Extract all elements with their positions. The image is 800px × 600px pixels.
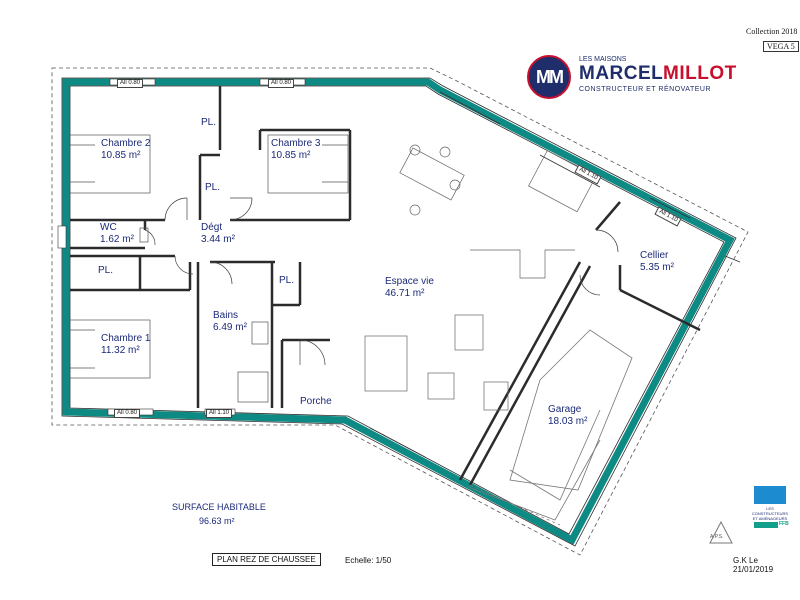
room-degt: Dégt 3.44 m² [201, 222, 235, 246]
window-label-chambre3: All 0.80 [268, 79, 295, 88]
room-bains: Bains 6.49 m² [213, 310, 247, 334]
window-label-chambre2: All 0.80 [117, 79, 144, 88]
logo-tagline: CONSTRUCTEUR ET RÉNOVATEUR [579, 86, 712, 93]
room-garage-name: Garage [548, 404, 582, 415]
room-chambre2-area: 10.85 m² [101, 150, 141, 161]
room-wc-area: 1.62 m² [100, 234, 134, 245]
room-degt-name: Dégt [201, 222, 223, 233]
badge-ffb-text: FFB [779, 521, 789, 527]
surface-label: SURFACE HABITABLE [172, 502, 266, 512]
aps-triangle-icon [709, 520, 733, 544]
badge-text: LES CONSTRUCTEURS ET AMÉNAGEURS [751, 506, 789, 521]
room-espace-vie: Espace vie 46.71 m² [385, 276, 434, 300]
monogram-badge: MM [527, 55, 571, 99]
plan-scale: Echelle: 1/50 [345, 556, 392, 565]
badge-roof-icon [754, 486, 786, 504]
logo-brand-right: MILLOT [663, 63, 737, 84]
placard-2: PL. [205, 182, 221, 193]
window-label-chambre1: All 0.80 [114, 409, 141, 418]
surface-value: 96.63 m² [199, 516, 235, 526]
site-outline [51, 67, 749, 556]
model-label: VEGA 5 [763, 41, 799, 52]
room-chambre3-area: 10.85 m² [271, 150, 311, 161]
exterior-walls [62, 78, 735, 545]
brand-logo: MM LES MAISONS MARCEL MILLOT CONSTRUCTEU… [527, 55, 736, 105]
room-cellier: Cellier 5.35 m² [640, 250, 674, 274]
room-chambre2-name: Chambre 2 [101, 138, 151, 149]
room-chambre1-name: Chambre 1 [101, 333, 151, 344]
aps-text: A.P.S. [710, 534, 724, 540]
plan-title: PLAN REZ DE CHAUSSEE [212, 553, 321, 566]
room-chambre1: Chambre 1 11.32 m² [101, 333, 150, 357]
room-cellier-name: Cellier [640, 250, 669, 261]
placard-4: PL. [279, 275, 295, 286]
badge-ffb-bar [754, 522, 778, 528]
room-wc-name: WC [100, 222, 117, 233]
room-porche: Porche [300, 396, 332, 407]
placard-1: PL. [201, 117, 217, 128]
room-espace-vie-area: 46.71 m² [385, 288, 425, 299]
room-garage-area: 18.03 m² [548, 416, 588, 427]
room-garage: Garage 18.03 m² [548, 404, 587, 428]
signature-date: G.K Le 21/01/2019 [733, 556, 774, 574]
logo-line1: LES MAISONS [579, 56, 627, 63]
room-chambre3: Chambre 3 10.85 m² [271, 138, 320, 162]
aps-stamp: A.P.S. [708, 520, 734, 546]
room-degt-area: 3.44 m² [201, 234, 235, 245]
window-label-porche: All 1.10 [206, 409, 233, 418]
monogram-text: MM [536, 67, 564, 87]
room-wc: WC 1.62 m² [100, 222, 134, 246]
constructeurs-badge: LES CONSTRUCTEURS ET AMÉNAGEURS FFB [750, 486, 790, 536]
room-chambre2: Chambre 2 10.85 m² [101, 138, 150, 162]
collection-label: Collection 2018 [746, 27, 798, 36]
placard-3: PL. [98, 265, 114, 276]
room-espace-vie-name: Espace vie [385, 276, 434, 287]
room-chambre3-name: Chambre 3 [271, 138, 321, 149]
room-bains-name: Bains [213, 310, 239, 321]
logo-brand-left: MARCEL [579, 63, 664, 84]
room-bains-area: 6.49 m² [213, 322, 247, 333]
room-cellier-area: 5.35 m² [640, 262, 674, 273]
room-chambre1-area: 11.32 m² [101, 345, 140, 356]
